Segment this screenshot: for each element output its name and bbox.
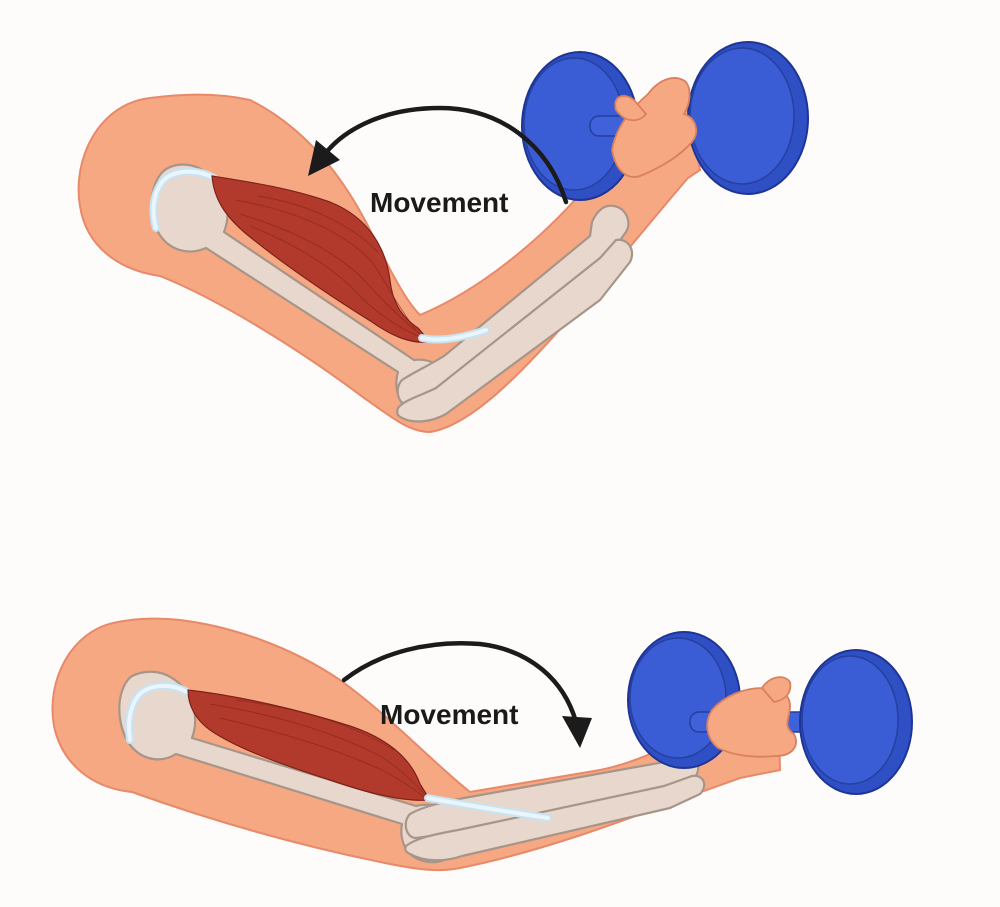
extended-muscle-fiber: [219, 717, 429, 801]
extended-thumb: [760, 676, 792, 703]
flexed-elbow-tendon-core: [420, 328, 488, 342]
extended-muscle-fiber: [209, 703, 427, 797]
extended-shoulder-tendon-core: [127, 684, 192, 742]
flexed-arm-panel: Movement: [77, 41, 809, 434]
flexed-muscle-fiber: [249, 225, 423, 339]
extended-movement-arrow: [341, 641, 579, 725]
flexed-thumb: [614, 95, 648, 122]
flexed-arrowhead: [308, 140, 340, 176]
flexed-muscle-fiber: [235, 199, 417, 331]
extended-muscle-fiber: [235, 699, 395, 751]
flexed-shoulder-tendon-core: [151, 169, 216, 230]
extended-ulna-bone: [404, 774, 706, 862]
flexed-ulna-bone: [396, 238, 634, 423]
flexed-movement-label: Movement: [370, 187, 508, 218]
flexed-hand: [611, 77, 698, 178]
extended-arrowhead: [562, 716, 592, 748]
extended-elbow-tendon-core: [426, 796, 550, 820]
extended-movement-label: Movement: [380, 699, 518, 730]
flexed-movement-arrow: [319, 105, 569, 205]
flexed-muscle-fiber: [257, 195, 379, 253]
flexed-muscle-fiber: [239, 213, 421, 335]
extended-arm-panel: Movement: [51, 617, 913, 872]
